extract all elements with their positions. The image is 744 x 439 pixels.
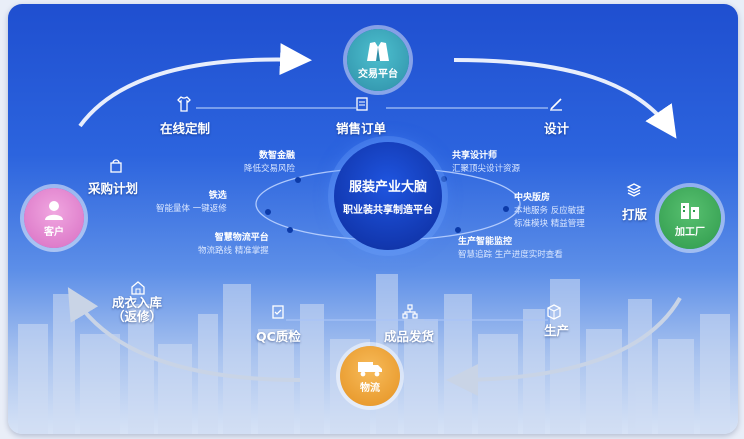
layers-icon — [626, 183, 642, 197]
arc-top-right — [453, 58, 677, 139]
arc-bottom-right — [446, 297, 682, 396]
step-shipping: 成品发货 — [384, 329, 435, 344]
node-factory: 加工厂 — [659, 187, 721, 249]
step-online-custom: 在线定制 — [160, 121, 211, 136]
step-production: 生产 — [544, 323, 570, 338]
cube-icon — [547, 304, 561, 320]
node-logistics: 物流 — [340, 346, 400, 406]
building-icon — [681, 202, 699, 219]
feature-logistics-platform: 智慧物流平台 物流路线 精准掌握 — [198, 233, 269, 256]
network-boxes-icon — [402, 304, 418, 319]
feature-central-sample-room: 中央版房 本地服务 反应敏捷 标准模块 精益管理 — [514, 193, 585, 229]
flow-lines — [67, 43, 682, 396]
arc-top-left — [78, 43, 312, 128]
feature-production-monitor: 生产智能监控 智慧追踪 生产进度实时查看 — [458, 237, 563, 260]
industry-brain-hub: 服装产业大脑 职业装共享制造平台 — [334, 142, 442, 250]
feature-sizing: 铁选 智能量体 一键返修 — [156, 191, 227, 214]
node-trade-platform: 交易平台 — [347, 29, 409, 91]
step-qc: QC质检 — [256, 329, 301, 344]
feature-shared-designer: 共享设计师 汇聚顶尖设计资源 — [452, 151, 521, 174]
order-receipt-icon — [356, 97, 368, 111]
shirt-icon — [177, 96, 191, 112]
pen-ruler-icon — [550, 98, 562, 111]
step-pattern: 打版 — [622, 207, 648, 222]
diagram-canvas: 交易平台 加工厂 物流 客户 服装产业大脑 职业装共享制造平台 在线定制 销售订… — [8, 4, 738, 434]
node-customer: 客户 — [24, 188, 84, 248]
feature-finance: 数智金融 降低交易风险 — [244, 151, 296, 174]
warehouse-icon — [131, 281, 145, 295]
step-sales-order: 销售订单 — [336, 121, 387, 136]
arc-bottom-left — [67, 287, 301, 382]
suit-icon — [367, 41, 389, 61]
qc-report-icon — [272, 305, 284, 319]
step-warehouse: 成衣入库 （返修） — [112, 295, 163, 324]
step-purchase-plan: 采购计划 — [88, 181, 139, 196]
step-design: 设计 — [544, 121, 570, 136]
truck-icon — [358, 361, 382, 376]
person-icon — [45, 200, 63, 220]
shopping-bag-icon — [110, 159, 122, 173]
